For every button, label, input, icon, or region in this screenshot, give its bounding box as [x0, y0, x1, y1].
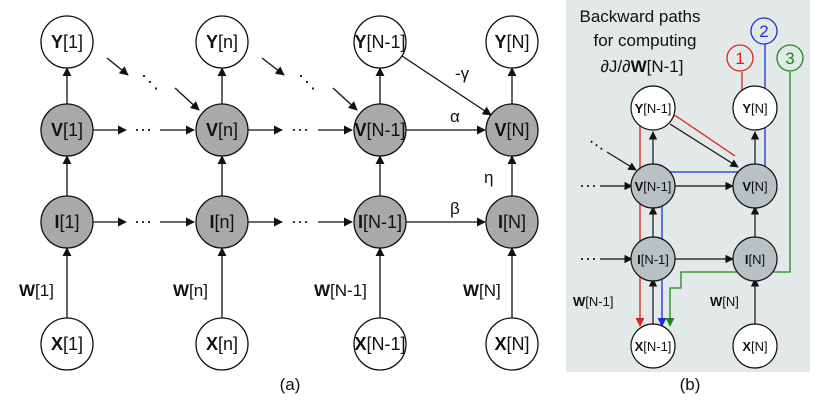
svg-text:I[N]: I[N] [745, 252, 765, 267]
weight-w1: W[1] [19, 281, 54, 300]
panel-b-title-math: ∂J/∂W[N-1] [601, 57, 684, 76]
caption-b: (b) [680, 375, 701, 394]
svg-text:I[N-1]: I[N-1] [358, 212, 402, 232]
edge-label-eta: η [484, 168, 493, 187]
panel-a-ellipses: ··· ··· ··· ··· ⋱ ⋱ [134, 72, 316, 231]
backward-path-2 [657, 44, 766, 327]
node-yN: Y[N] [485, 15, 539, 69]
svg-text:I[1]: I[1] [54, 212, 79, 232]
node-y1: Y[1] [40, 15, 94, 69]
svg-text:Y[N]: Y[N] [742, 101, 767, 116]
caption-a: (a) [280, 375, 301, 394]
svg-text:X[N]: X[N] [494, 334, 529, 354]
node-xn-1: X[N-1] [353, 317, 407, 371]
node-in: I[n] [195, 195, 249, 249]
node-b-xn-1: X[N-1] [630, 323, 676, 369]
node-in-1: I[N-1] [353, 195, 407, 249]
node-yn-1: Y[N-1] [353, 15, 407, 69]
ellipsis-i-1: ··· [134, 211, 152, 231]
edge-label-gamma: -γ [455, 64, 470, 83]
node-b-iN: I[N] [732, 236, 778, 282]
svg-text:Y[1]: Y[1] [51, 32, 83, 52]
svg-text:2: 2 [759, 22, 768, 41]
svg-text:V[n]: V[n] [206, 120, 238, 140]
node-b-in-1: I[N-1] [630, 236, 676, 282]
node-vN: V[N] [485, 103, 539, 157]
panel-b: Backward paths for computing ∂J/∂W[N-1] … [566, 0, 810, 394]
node-vn: V[n] [195, 103, 249, 157]
node-b-yn-1: Y[N-1] [630, 85, 676, 131]
svg-text:V[N]: V[N] [742, 179, 767, 194]
path-2-badge: 2 [750, 17, 778, 45]
svg-text:V[1]: V[1] [51, 120, 83, 140]
node-iN: I[N] [485, 195, 539, 249]
panel-b-title-line2: for computing [594, 31, 697, 50]
ellipsis-diag-1: ⋱ [141, 72, 159, 92]
ellipsis-v-1: ··· [134, 119, 152, 139]
panel-a: ··· ··· ··· ··· ⋱ ⋱ -γ α β η W[1] W[n] W… [19, 15, 539, 394]
node-b-vN: V[N] [732, 163, 778, 209]
weight-b-wN: W[N] [710, 294, 739, 309]
svg-text:Y[N]: Y[N] [494, 32, 529, 52]
svg-text:X[N]: X[N] [742, 339, 767, 354]
ellipsis-diag-2: ⋱ [298, 72, 316, 92]
weight-wn: W[n] [173, 281, 208, 300]
node-v1: V[1] [40, 103, 94, 157]
svg-text:X[N-1]: X[N-1] [354, 334, 405, 354]
node-b-xN: X[N] [732, 323, 778, 369]
svg-text:Y[N-1]: Y[N-1] [354, 32, 405, 52]
node-i1: I[1] [40, 195, 94, 249]
svg-text:V[N-1]: V[N-1] [354, 120, 405, 140]
ellipsis-i-2: ··· [291, 211, 309, 231]
node-x1: X[1] [40, 317, 94, 371]
weight-wN: W[N] [463, 281, 501, 300]
svg-text:Y[n]: Y[n] [206, 32, 238, 52]
svg-text:V[N]: V[N] [494, 120, 529, 140]
backward-path-3 [665, 72, 791, 327]
svg-text:1: 1 [735, 49, 744, 68]
node-xN: X[N] [485, 317, 539, 371]
path-3-badge: 3 [776, 44, 804, 72]
svg-text:X[N-1]: X[N-1] [635, 339, 672, 354]
svg-text:X[n]: X[n] [206, 334, 238, 354]
edge-label-alpha: α [450, 107, 460, 126]
svg-text:X[1]: X[1] [51, 334, 83, 354]
svg-text:Y[N-1]: Y[N-1] [635, 101, 672, 116]
node-xn: X[n] [195, 317, 249, 371]
svg-text:I[N-1]: I[N-1] [637, 252, 669, 267]
node-b-vn-1: V[N-1] [630, 163, 676, 209]
panel-b-title-line1: Backward paths [580, 7, 701, 26]
edge-label-beta: β [450, 199, 460, 218]
svg-text:I[n]: I[n] [209, 212, 234, 232]
weight-wn-1: W[N-1] [314, 281, 367, 300]
path-1-badge: 1 [726, 44, 754, 72]
panel-b-edges [600, 123, 760, 325]
panel-a-edges [62, 55, 517, 318]
svg-text:V[N-1]: V[N-1] [635, 179, 672, 194]
ellipsis-b-i: ··· [579, 248, 597, 268]
ellipsis-b-v: ··· [579, 175, 597, 195]
node-vn-1: V[N-1] [353, 103, 407, 157]
ellipsis-v-2: ··· [291, 119, 309, 139]
node-b-yN: Y[N] [732, 85, 778, 131]
node-yn: Y[n] [195, 15, 249, 69]
svg-text:3: 3 [785, 49, 794, 68]
weight-b-wn-1: W[N-1] [573, 294, 613, 309]
svg-text:I[N]: I[N] [498, 212, 526, 232]
